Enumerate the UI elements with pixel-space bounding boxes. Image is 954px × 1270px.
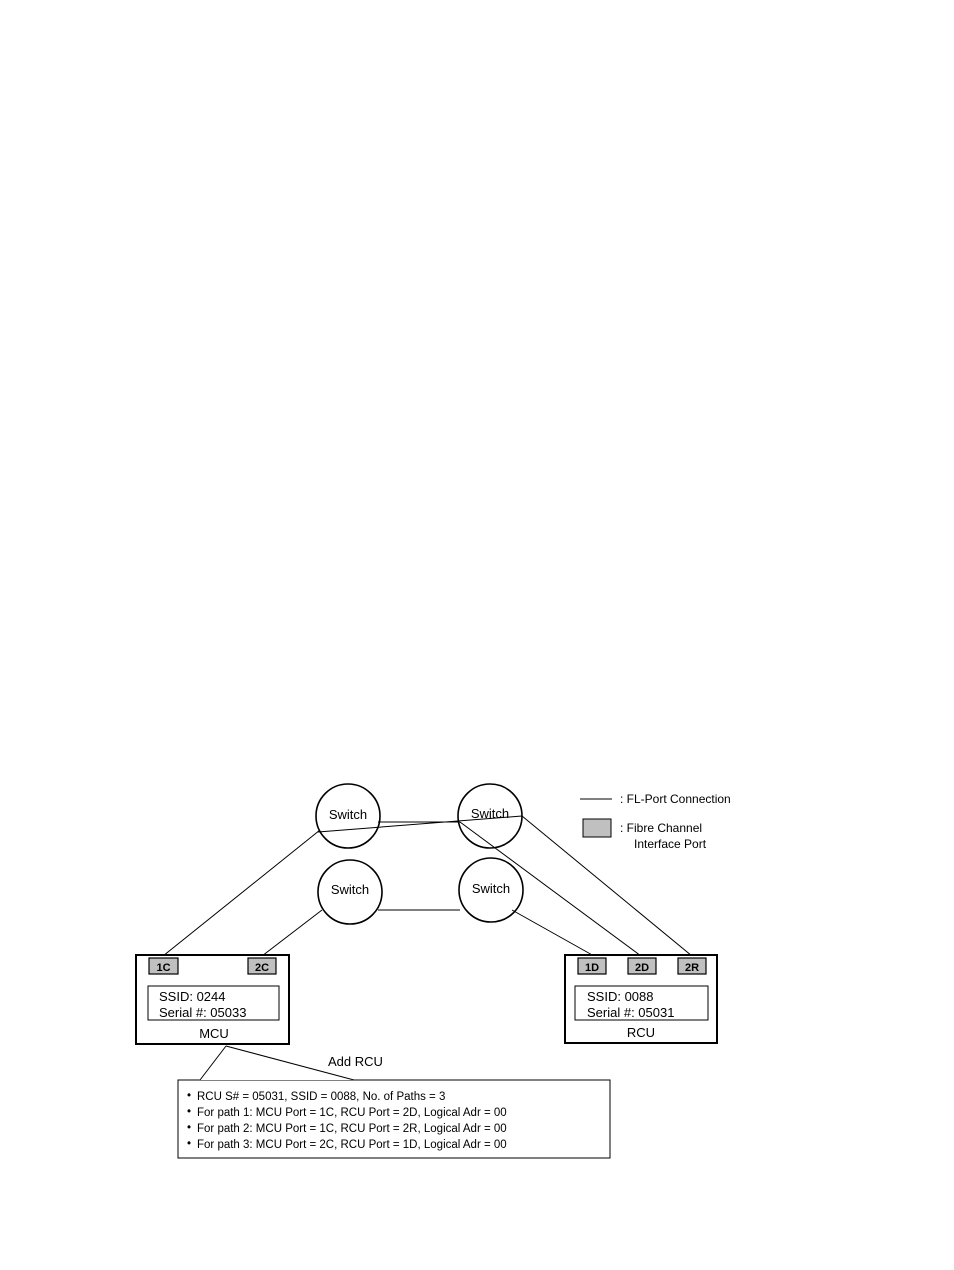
connection-switch2-2d [459, 821, 642, 957]
switch-label: Switch [471, 806, 509, 821]
port-1d [577, 957, 607, 975]
connections [162, 815, 693, 957]
port-1c [148, 957, 179, 975]
callout-box [177, 1079, 611, 1159]
port-1d-label: 1D [585, 962, 599, 974]
port-2c [247, 957, 277, 975]
callout-title: Add RCU [328, 1054, 383, 1069]
connection-2c-switch3 [261, 909, 323, 957]
connection-switch4-1d [511, 909, 595, 957]
legend-port-label-2: Interface Port [634, 837, 707, 851]
callout-pointer-left [199, 1045, 227, 1081]
callout-bullet: • [187, 1138, 191, 1150]
callout-item-1: RCU S# = 05031, SSID = 0088, No. of Path… [197, 1091, 445, 1103]
legend-connection-label: : FL-Port Connection [620, 792, 731, 806]
callout-pointer-right [225, 1045, 355, 1081]
mcu-ssid: SSID: 0244 [159, 989, 226, 1004]
connection-1c-switch1 [162, 829, 321, 957]
port-1c-label: 1C [156, 962, 170, 974]
switch-label: Switch [331, 882, 369, 897]
switch-circle [457, 783, 523, 849]
port-2c-label: 2C [255, 962, 269, 974]
callout-bullet: • [187, 1106, 191, 1118]
callout-item-2: For path 1: MCU Port = 1C, RCU Port = 2D… [197, 1107, 507, 1119]
port-2d-label: 2D [635, 962, 649, 974]
switch-top-left: Switch [315, 783, 381, 849]
rcu-ssid: SSID: 0088 [587, 989, 654, 1004]
port-2d [627, 957, 657, 975]
connection-switch2-2r [521, 815, 693, 957]
switch-label: Switch [329, 807, 367, 822]
port-2r-label: 2R [685, 962, 699, 974]
switch-bottom-left: Switch [317, 859, 383, 925]
rcu-info-box [574, 985, 709, 1021]
port-2r [677, 957, 707, 975]
switch-circle [315, 783, 381, 849]
callout-item-4: For path 3: MCU Port = 2C, RCU Port = 1D… [197, 1139, 507, 1151]
callout-pointer [200, 1046, 354, 1080]
switch-circle [458, 857, 524, 923]
legend: : FL-Port Connection : Fibre Channel Int… [580, 792, 731, 851]
callout-bullet: • [187, 1122, 191, 1134]
mcu-name: MCU [199, 1026, 229, 1041]
mcu-unit: 1C 2C SSID: 0244 Serial #: 05033 MCU [135, 954, 290, 1045]
switch-circle [317, 859, 383, 925]
legend-port-swatch [582, 818, 612, 838]
connection-switch1-switch2 [317, 815, 523, 833]
add-rcu-callout: Add RCU • RCU S# = 05031, SSID = 0088, N… [177, 1045, 611, 1159]
rcu-name: RCU [627, 1025, 655, 1040]
switch-top-right: Switch [457, 783, 523, 849]
mcu-serial: Serial #: 05033 [159, 1005, 246, 1020]
rcu-serial: Serial #: 05031 [587, 1005, 674, 1020]
legend-port-label-1: : Fibre Channel [620, 821, 702, 835]
switch-bottom-right: Switch [458, 857, 524, 923]
callout-bullet: • [187, 1090, 191, 1102]
mcu-info-box [147, 985, 280, 1021]
switch-label: Switch [472, 881, 510, 896]
callout-item-3: For path 2: MCU Port = 1C, RCU Port = 2R… [197, 1123, 507, 1135]
rcu-unit: 1D 2D 2R SSID: 0088 Serial #: 05031 RCU [564, 954, 718, 1044]
